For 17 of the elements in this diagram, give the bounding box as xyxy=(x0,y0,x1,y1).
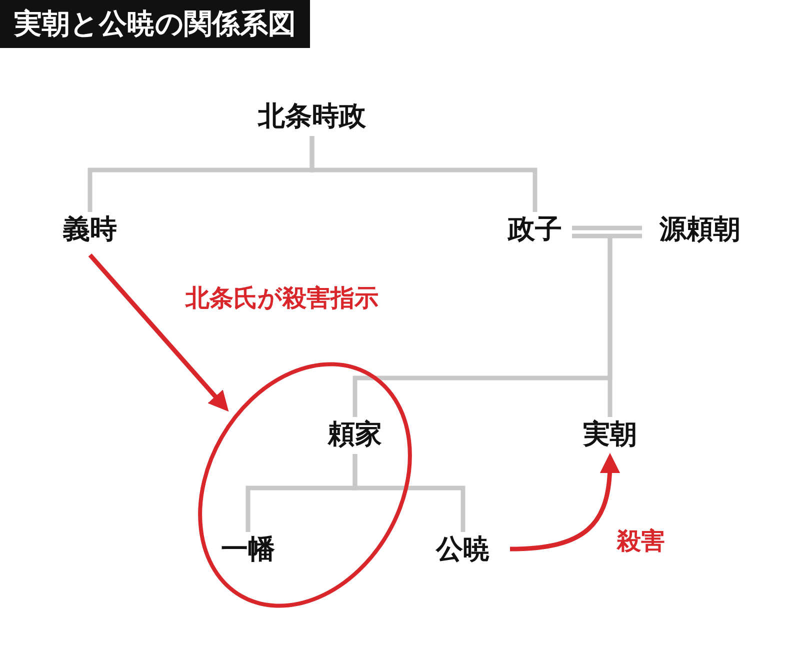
ellipse-outline xyxy=(195,359,415,611)
arrow xyxy=(510,452,620,552)
person-name: 源頼朝 xyxy=(644,212,756,248)
person-name: 頼家 xyxy=(320,417,390,453)
connector-line xyxy=(352,454,466,532)
person-name: 実朝 xyxy=(575,417,645,453)
connector-line xyxy=(608,236,612,417)
person-name: 政子 xyxy=(500,212,570,248)
title-banner: 実朝と公暁の関係系図 xyxy=(0,0,310,48)
arrow xyxy=(88,254,229,412)
edge-label: 北条氏が殺害指示 xyxy=(184,283,380,313)
person-name: 北条時政 xyxy=(250,99,374,135)
person-name: 公暁 xyxy=(428,532,498,568)
person-name: 義時 xyxy=(55,212,125,248)
person-name: 一幡 xyxy=(213,532,283,568)
connector-line xyxy=(570,226,644,238)
connector-line xyxy=(310,136,538,212)
